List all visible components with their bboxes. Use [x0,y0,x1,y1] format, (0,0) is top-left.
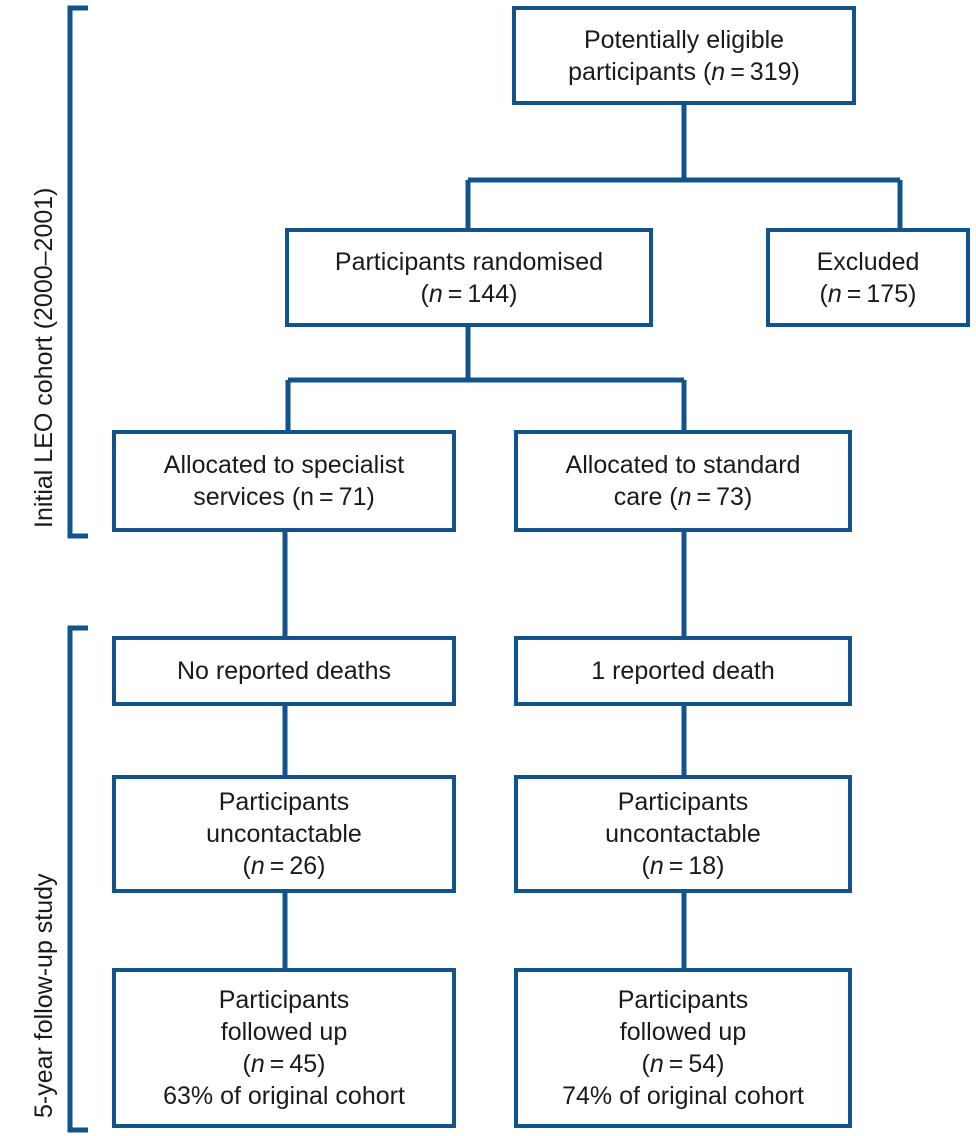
node-line: uncontactable [206,820,362,848]
node-potentially-eligible: Potentially eligible participants (n = 3… [512,6,856,105]
node-line: (n = 18) [641,852,725,880]
node-line: No reported deaths [176,657,392,685]
node-uncontactable-specialist: Participants uncontactable (n = 26) [112,775,456,893]
node-line: services (n = 71) [193,483,375,511]
node-followed-up-standard: Participants followed up (n = 54) 74% of… [514,968,852,1128]
node-line: participants (n = 319) [568,57,800,86]
bracket-followup-study [67,625,88,1133]
node-line: Participants [617,986,749,1014]
node-line: care (n = 73) [613,483,753,511]
node-line: uncontactable [605,820,761,848]
node-one-reported-death: 1 reported death [514,636,852,706]
node-line: Participants [617,788,749,816]
stage-label-initial-cohort: Initial LEO cohort (2000–2001) [30,187,58,529]
node-line: Potentially eligible [583,25,785,54]
node-line: (n = 144) [420,279,518,308]
node-excluded: Excluded (n = 175) [766,228,970,327]
node-uncontactable-standard: Participants uncontactable (n = 18) [514,775,852,893]
node-no-reported-deaths: No reported deaths [112,636,456,706]
node-allocated-standard-care: Allocated to standard care (n = 73) [514,430,852,532]
node-line: Participants [218,788,350,816]
node-line: Allocated to specialist [163,451,405,479]
node-line: (n = 26) [242,852,326,880]
node-line: 74% of original cohort [562,1082,804,1110]
node-allocated-specialist-services: Allocated to specialist services (n = 71… [112,430,456,532]
node-line: followed up [619,1018,747,1046]
node-line: Participants randomised [334,247,604,276]
node-line: (n = 54) [641,1050,725,1078]
node-line: Participants [218,986,350,1014]
node-line: followed up [220,1018,348,1046]
node-line: (n = 175) [819,279,917,308]
node-followed-up-specialist: Participants followed up (n = 45) 63% of… [112,968,456,1128]
bracket-initial-cohort [67,5,88,539]
stage-label-followup-study: 5-year follow-up study [30,873,58,1118]
node-line: (n = 45) [242,1050,326,1078]
node-line: Allocated to standard [565,451,801,479]
node-participants-randomised: Participants randomised (n = 144) [285,228,653,327]
node-line: 63% of original cohort [163,1082,405,1110]
node-line: Excluded [816,247,920,276]
node-line: 1 reported death [591,657,775,685]
